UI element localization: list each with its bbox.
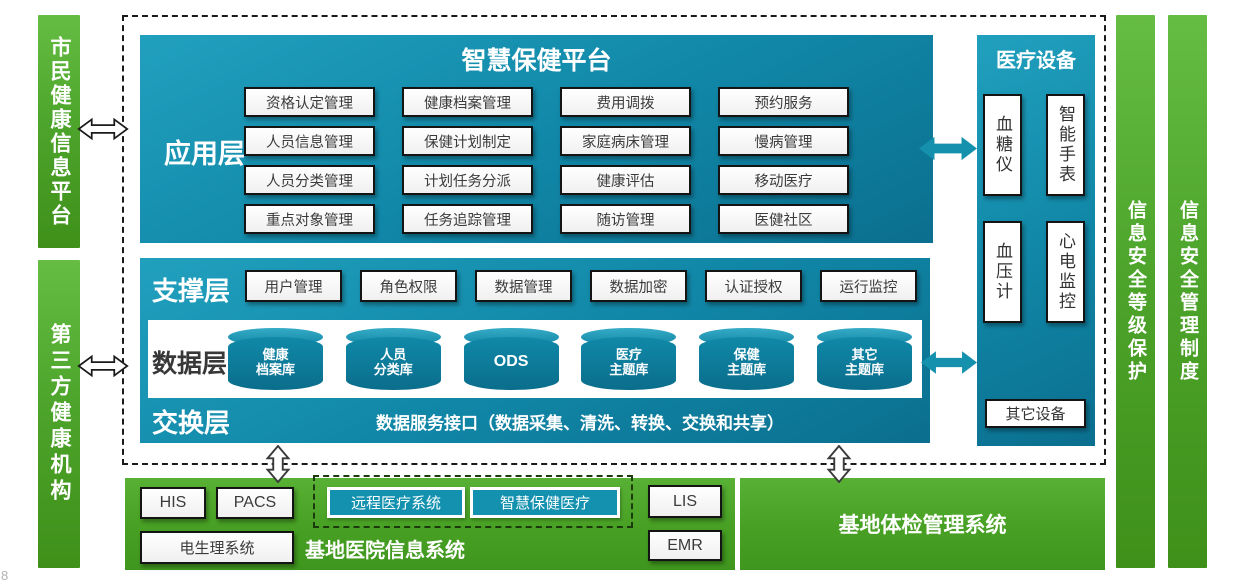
panel-security-level-protection: 信息安全等级保护 [1116, 15, 1155, 568]
data-layer-label: 数据层 [152, 350, 228, 378]
hospital-information-system-block: HIS PACS 远程医疗系统 智慧保健医疗 LIS 电生理系统 基地医院信息系… [125, 475, 735, 570]
left-connector-arrow-icon [77, 354, 129, 378]
database-cylinder: 健康 档案库 [228, 328, 323, 390]
support-module: 用户管理 [245, 270, 342, 302]
app-module: 预约服务 [718, 87, 849, 117]
exam-management-system-title: 基地体检管理系统 [838, 514, 1007, 537]
exchange-hospital-arrow-icon [265, 445, 291, 483]
app-module: 健康档案管理 [402, 87, 533, 117]
panel-third-party-institutions: 第三方健康机构 [38, 260, 80, 568]
device-smart-watch: 智能手表 [1046, 94, 1085, 196]
app-module: 慢病管理 [718, 126, 849, 156]
app-module: 医健社区 [718, 204, 849, 234]
integrated-systems-dashed-frame [313, 475, 633, 528]
support-module: 数据加密 [590, 270, 687, 302]
exchange-exam-arrow-icon [826, 445, 852, 483]
corner-page-mark: 8 [1, 568, 9, 583]
database-cylinder: 医疗 主题库 [581, 328, 677, 390]
lis-box: LIS [648, 485, 722, 518]
platform-dashed-frame [122, 15, 1106, 465]
app-module: 任务追踪管理 [402, 204, 533, 234]
device-blood-pressure-monitor: 血压计 [983, 221, 1022, 323]
emr-box: EMR [648, 530, 722, 561]
device-label: 智能手表 [1056, 105, 1075, 185]
app-module: 家庭病床管理 [560, 126, 691, 156]
application-layer-label: 应用层 [164, 139, 245, 169]
medical-devices-column: 医疗设备 血糖仪 智能手表 血压计 心电监控 其它设备 [977, 35, 1095, 446]
app-module: 随访管理 [560, 204, 691, 234]
panel-security-level-protection-label: 信息安全等级保护 [1125, 199, 1146, 384]
his-box: HIS [140, 487, 206, 519]
support-module: 数据管理 [475, 270, 572, 302]
platform-title: 智慧保健平台 [461, 47, 612, 75]
electrophysiology-system-box: 电生理系统 [140, 531, 294, 564]
app-module: 费用调拨 [560, 87, 691, 117]
app-module: 健康评估 [560, 165, 691, 195]
database-cylinder: 保健 主题库 [699, 328, 795, 390]
app-module: 计划任务分派 [402, 165, 533, 195]
pacs-box: PACS [216, 487, 294, 519]
exam-management-system-block: 基地体检管理系统 [740, 478, 1105, 570]
support-modules-grid: 用户管理 角色权限 数据管理 数据加密 认证授权 运行监控 [245, 270, 917, 302]
data-service-interface-label: 数据服务接口（数据采集、清洗、转换、交换和共享） [376, 414, 784, 433]
app-module: 资格认定管理 [244, 87, 375, 117]
exchange-layer-bar: 交换层 数据服务接口（数据采集、清洗、转换、交换和共享） [140, 400, 930, 443]
left-connector-arrow-icon [77, 117, 129, 141]
panel-citizen-health-platform: 市民健康信息平台 [38, 15, 80, 248]
device-ecg-monitor: 心电监控 [1046, 221, 1085, 323]
device-label: 血压计 [993, 242, 1012, 302]
device-glucometer: 血糖仪 [983, 94, 1022, 196]
database-cylinder: ODS [463, 328, 559, 390]
device-label: 心电监控 [1056, 232, 1075, 312]
application-layer-block: 智慧保健平台 应用层 资格认定管理 健康档案管理 费用调拨 预约服务 人员信息管… [140, 35, 933, 243]
application-modules-grid: 资格认定管理 健康档案管理 费用调拨 预约服务 人员信息管理 保健计划制定 家庭… [244, 87, 849, 234]
smart-healthcare-medical-box: 智慧保健医疗 [470, 487, 620, 518]
hospital-information-system-title: 基地医院信息系统 [305, 540, 465, 562]
support-layer-label: 支撑层 [152, 276, 231, 306]
app-module: 人员分类管理 [244, 165, 375, 195]
medical-devices-title: 医疗设备 [996, 50, 1076, 72]
support-data-exchange-block: 支撑层 用户管理 角色权限 数据管理 数据加密 认证授权 运行监控 数据层 健康… [140, 258, 930, 443]
device-label: 血糖仪 [993, 115, 1012, 175]
platform-devices-arrow-icon [919, 136, 977, 161]
app-module: 人员信息管理 [244, 126, 375, 156]
app-module: 移动医疗 [718, 165, 849, 195]
data-layer-strip: 数据层 健康 档案库 人员 分类库 ODS 医疗 主题库 保健 主题库 其它 主… [148, 320, 922, 398]
app-module: 重点对象管理 [244, 204, 375, 234]
database-cylinder: 人员 分类库 [345, 328, 441, 390]
data-devices-arrow-icon [921, 351, 977, 374]
database-cylinders: 健康 档案库 人员 分类库 ODS 医疗 主题库 保健 主题库 其它 主题库 [228, 328, 912, 390]
panel-citizen-health-platform-label: 市民健康信息平台 [48, 35, 71, 228]
device-other: 其它设备 [985, 399, 1086, 428]
app-module: 保健计划制定 [402, 126, 533, 156]
database-cylinder: 其它 主题库 [816, 328, 912, 390]
exchange-layer-label: 交换层 [152, 408, 231, 438]
telemedicine-system-box: 远程医疗系统 [327, 487, 465, 518]
panel-security-management-policy: 信息安全管理制度 [1168, 15, 1207, 568]
panel-third-party-institutions-label: 第三方健康机构 [48, 323, 71, 505]
support-module: 认证授权 [705, 270, 802, 302]
support-module: 运行监控 [820, 270, 917, 302]
panel-security-management-policy-label: 信息安全管理制度 [1177, 199, 1198, 384]
support-module: 角色权限 [360, 270, 457, 302]
